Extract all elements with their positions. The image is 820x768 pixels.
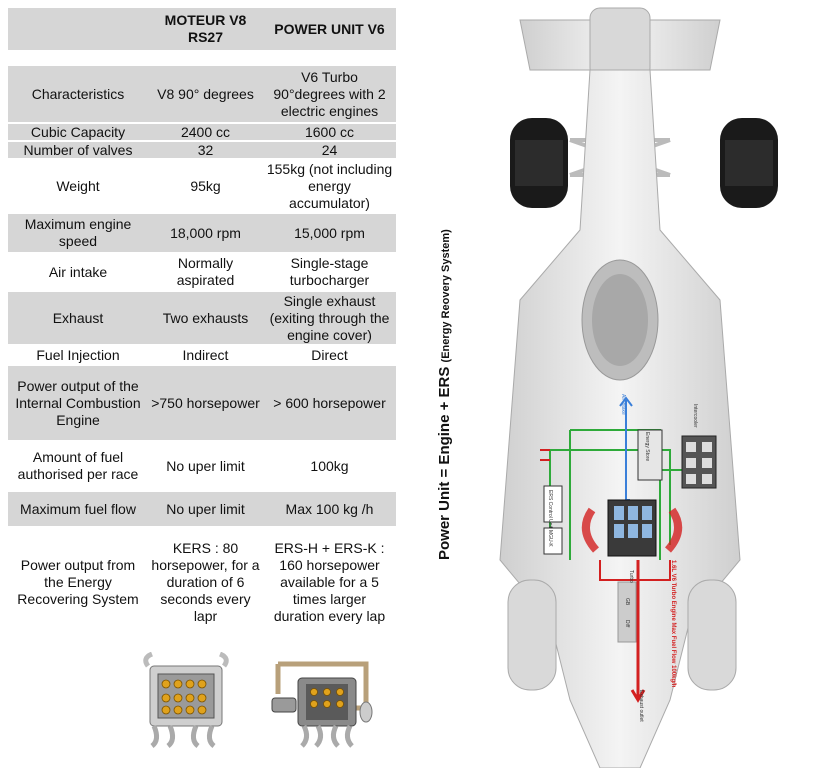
v6-engine-block	[582, 499, 682, 557]
v8-value: V8 90° degrees	[157, 85, 254, 102]
row-label: Cubic Capacity	[30, 123, 126, 140]
energy-store	[637, 429, 663, 481]
table-row: Air intake Normally aspirated Single-stage…	[8, 252, 396, 290]
label-ers-control-unit: ERS Control Unit	[547, 490, 553, 529]
v8-value: KERS : 80 horsepower, for a duration of …	[151, 539, 260, 624]
front-right-tyre	[687, 579, 737, 691]
table-row: Power output from the Energy Recovering …	[8, 526, 396, 636]
row-label: Power output from the Energy Recovering …	[17, 556, 139, 607]
header-v6: POWER UNIT V6	[274, 20, 385, 37]
v8-value: 2400 cc	[180, 123, 231, 140]
label-exhaust: Exhaust outlet	[638, 690, 644, 722]
row-label: Air intake	[48, 263, 108, 280]
table-row: Maximum fuel flow No uper limit Max 100 kg…	[8, 490, 396, 526]
v6-value: Max 100 kg /h	[285, 500, 374, 517]
car-body	[499, 69, 741, 768]
label-air-intake: Air intake	[620, 394, 626, 415]
v8-value: Two exhausts	[162, 309, 249, 326]
v8-value: No uper limit	[166, 457, 245, 474]
table-header-row: MOTEUR V8 RS27 POWER UNIT V6	[8, 8, 396, 50]
v6-value: V6 Turbo 90°degrees with 2 electric engi…	[273, 68, 386, 119]
power-unit-title-main: Power Unit = Engine + ERS	[436, 366, 453, 560]
row-label: Characteristics	[31, 85, 125, 102]
v6-value: ERS-H + ERS-K : 160 horsepower available…	[273, 539, 386, 624]
f1-car-diagram	[499, 7, 778, 768]
v6-value: > 600 horsepower	[273, 394, 386, 411]
v6-value: 100kg	[310, 457, 349, 474]
v6-value: 155kg (not including energy accumulator)	[266, 160, 393, 211]
v8-value: No uper limit	[166, 500, 245, 517]
label-mgu-k: MGU-K	[547, 530, 553, 547]
table-row: Number of valves 32 24	[8, 140, 396, 158]
power-unit-title-sub: (Energy Reovery System)	[440, 229, 452, 363]
table-row: Amount of fuel authorised per race No upe…	[8, 440, 396, 490]
label-diff: Diff	[624, 620, 630, 628]
v8-value: 18,000 rpm	[170, 224, 241, 241]
table-row: Power output of the Internal Combustion …	[8, 364, 396, 440]
v8-value: Normally aspirated	[176, 255, 235, 288]
v8-value: >750 horsepower	[151, 394, 260, 411]
table-row: Exhaust Two exhausts Single exhaust (exiti…	[8, 290, 396, 344]
header-empty	[8, 8, 148, 50]
label-turbo: Turbo	[628, 570, 634, 583]
header-v8: MOTEUR V8 RS27	[148, 8, 263, 50]
table-row: Maximum engine speed 18,000 rpm 15,000 rpm	[8, 212, 396, 252]
label-gb: GB	[624, 598, 630, 606]
row-label: Fuel Injection	[36, 346, 120, 363]
table-row: Weight 95kg 155kg (not including energy ac…	[8, 158, 396, 212]
v8-value: 95kg	[190, 177, 221, 194]
table-row: Characteristics V8 90° degrees V6 Turbo 90…	[8, 66, 396, 122]
mgu-k	[543, 527, 563, 555]
v6-value: 24	[321, 141, 338, 158]
v8-engine-icon	[143, 652, 229, 748]
front-left-tyre	[507, 579, 557, 691]
row-label: Maximum engine speed	[24, 216, 132, 249]
row-label: Amount of fuel authorised per race	[17, 449, 139, 482]
row-label: Power output of the Internal Combustion …	[15, 377, 141, 428]
v6-value: Single-stage turbocharger	[289, 255, 370, 288]
v8-value: Indirect	[182, 346, 229, 363]
label-fuel-flow: 1.6L V6 Turbo Engine Max Fuel Flow 100kg…	[670, 560, 676, 688]
row-label: Exhaust	[52, 309, 104, 326]
power-unit-title: Power Unit = Engine + ERS (Energy Reover…	[436, 229, 453, 560]
label-energy-store: Energy Store	[644, 432, 650, 462]
row-label: Weight	[56, 177, 100, 194]
ers-control-unit	[543, 485, 563, 523]
label-intercooler: Intercooler	[692, 404, 698, 428]
v6-value: 15,000 rpm	[294, 224, 365, 241]
header-v8-text: MOTEUR V8 RS27	[164, 12, 247, 45]
v8-value: 32	[197, 141, 214, 158]
comparison-table: MOTEUR V8 RS27 POWER UNIT V6 Characteris…	[8, 8, 396, 636]
engine-illustrations	[143, 652, 373, 748]
v6-value: Single exhaust (exiting through the engi…	[269, 292, 390, 343]
table-row: Cubic Capacity 2400 cc 1600 cc	[8, 122, 396, 140]
v6-value: 1600 cc	[304, 123, 355, 140]
row-label: Number of valves	[23, 141, 133, 158]
table-row: Fuel Injection Indirect Direct	[8, 344, 396, 364]
v6-value: Direct	[311, 346, 348, 363]
header-gap	[8, 50, 396, 66]
v6-power-unit-icon	[271, 661, 373, 748]
row-label: Maximum fuel flow	[20, 500, 136, 517]
